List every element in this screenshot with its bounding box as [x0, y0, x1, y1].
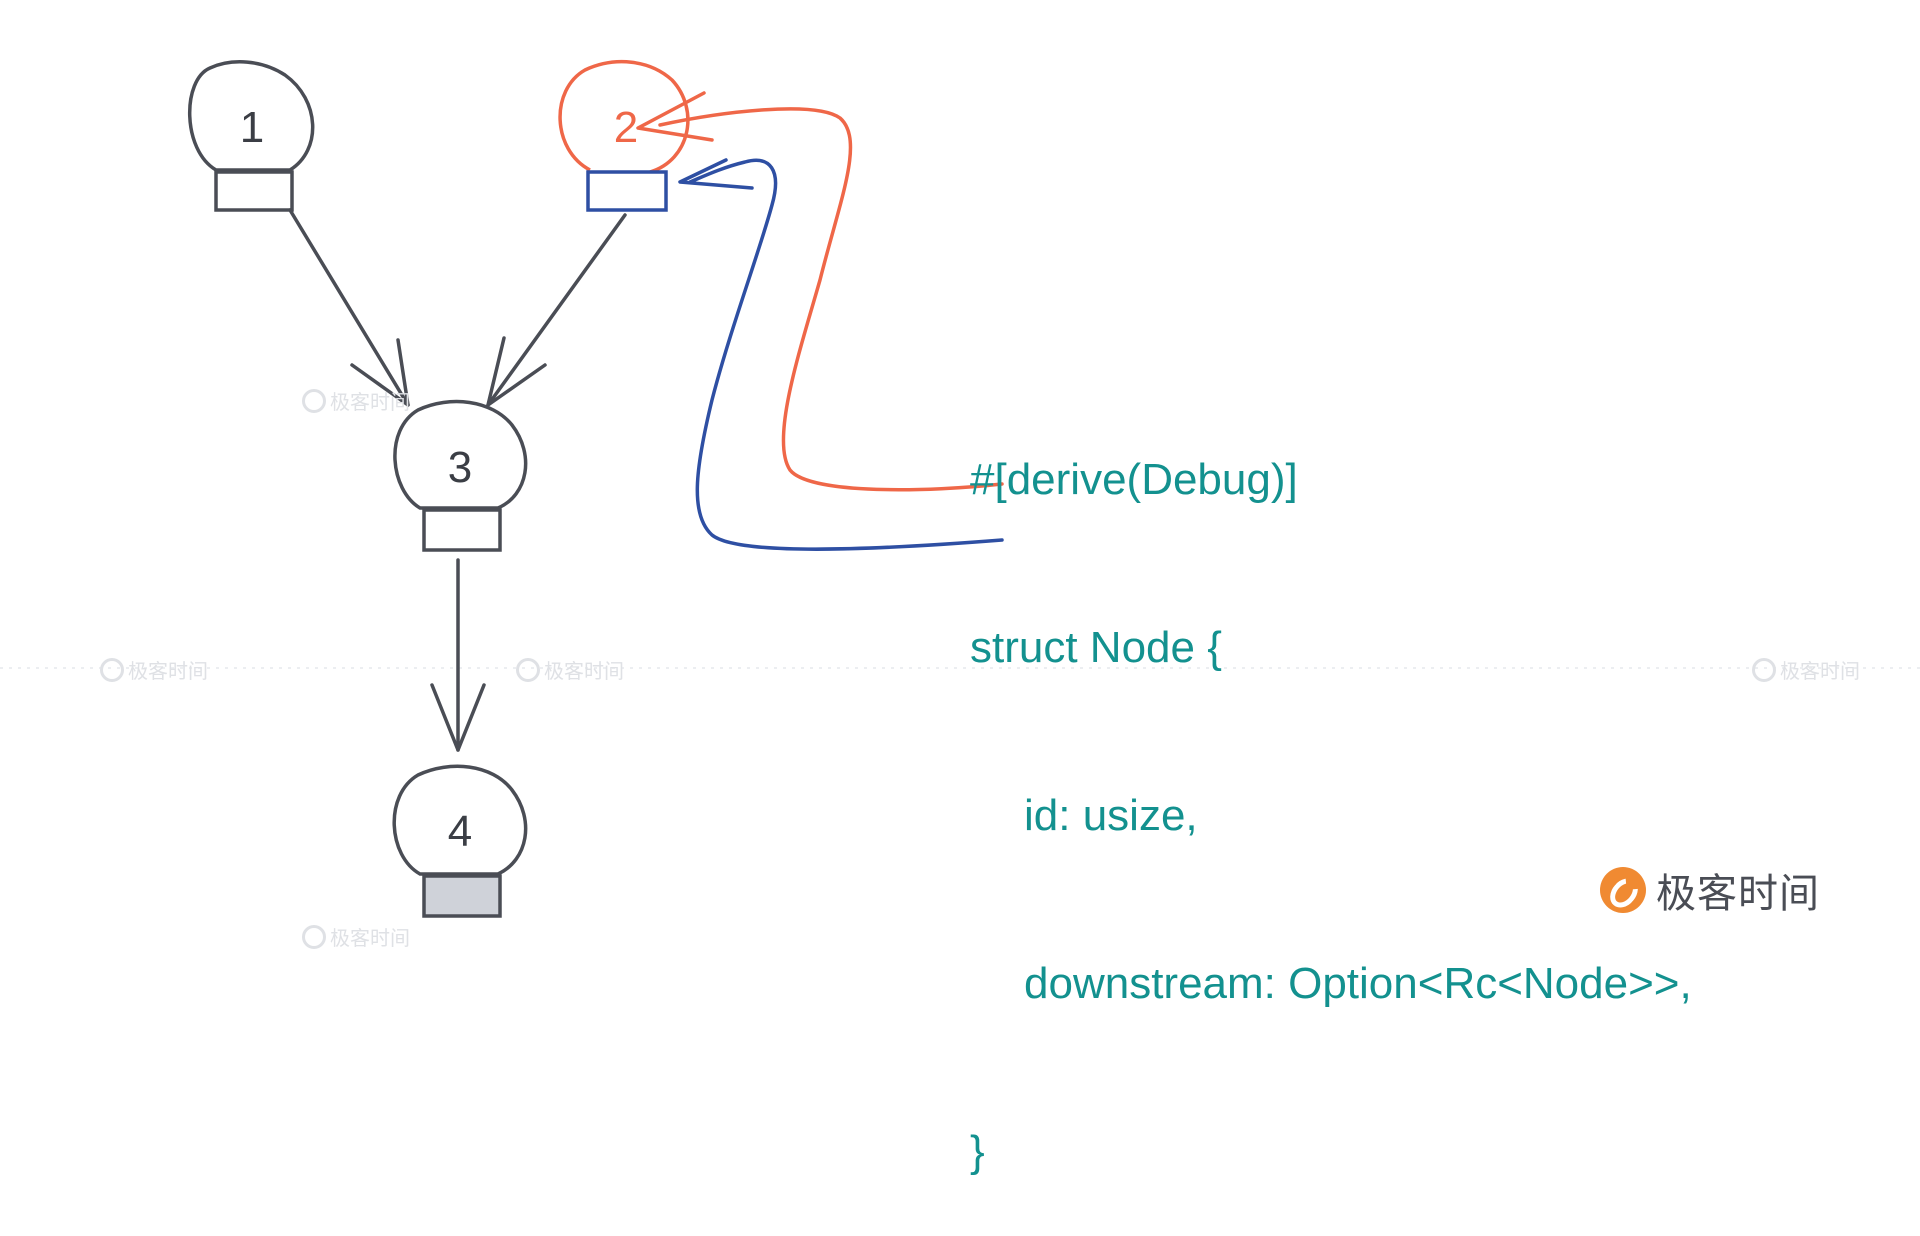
brand-logo-text: 极客时间 [1656, 871, 1820, 917]
edge-1-to-3 [288, 208, 410, 407]
watermark: 极客时间 [302, 922, 410, 951]
code-line-derive: #[derive(Debug)] [970, 455, 1298, 504]
edge-2-to-3 [486, 213, 627, 407]
code-line-downstream-field: downstream: Option<Rc<Node>>, [1024, 959, 1692, 1008]
node-4-pointer-slot [422, 874, 502, 918]
watermark: 极客时间 [1752, 655, 1860, 684]
code-line-struct: struct Node { [970, 623, 1222, 672]
brand-logo: 极客时间 [1600, 862, 1820, 918]
node-4: 4 [392, 764, 528, 918]
watermark: 极客时间 [100, 655, 208, 684]
node-3-label: 3 [448, 443, 472, 492]
brand-logo-icon [1600, 867, 1646, 913]
code-line-id-field: id: usize, [1024, 791, 1198, 840]
id-field-reference-curve [636, 91, 1004, 492]
node-1-label: 1 [240, 103, 264, 152]
code-line-close-brace: } [970, 1127, 985, 1176]
watermark-icon [516, 658, 540, 682]
watermark: 极客时间 [516, 655, 624, 684]
node-2-pointer-slot [586, 170, 668, 212]
watermark-icon [302, 925, 326, 949]
watermark: 极客时间 [302, 386, 410, 415]
watermark-icon [302, 389, 326, 413]
node-1: 1 [188, 60, 315, 212]
node-3: 3 [393, 399, 528, 552]
ownership-diagram: 1 2 3 4 [0, 59, 1920, 918]
rust-struct-code: #[derive(Debug)] struct Node { id: usize… [970, 340, 1692, 1236]
node-3-pointer-slot [422, 508, 502, 552]
watermark-icon [100, 658, 124, 682]
edge-3-to-4 [430, 558, 486, 752]
watermark-icon [1752, 658, 1776, 682]
node-1-pointer-slot [214, 170, 294, 212]
downstream-field-reference-curve [678, 158, 1004, 551]
node-2: 2 [558, 59, 690, 212]
node-2-label: 2 [614, 103, 638, 152]
node-4-label: 4 [448, 807, 472, 856]
